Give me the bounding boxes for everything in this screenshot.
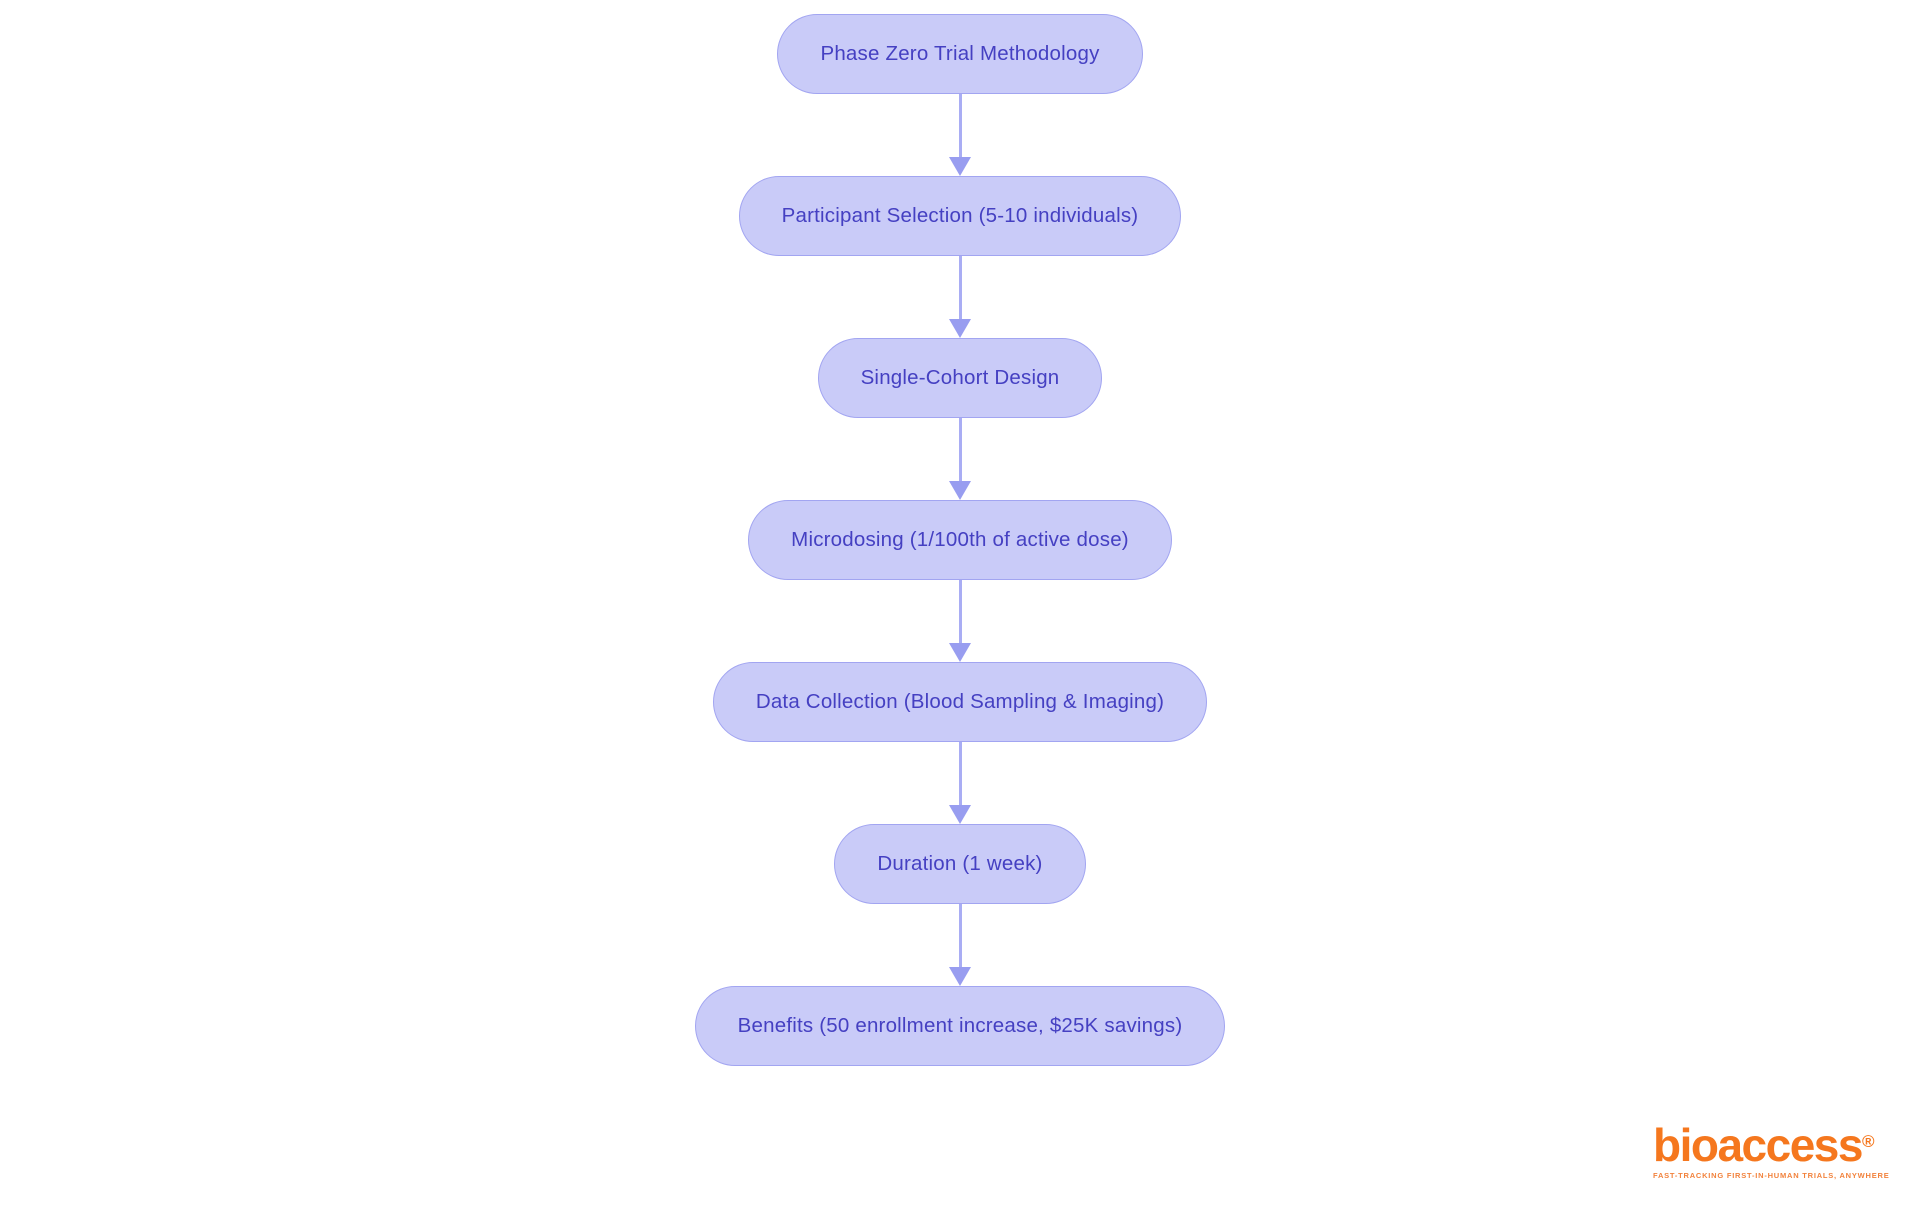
bioaccess-wordmark: bioaccess® [1653, 1119, 1875, 1171]
bioaccess-brand-text: bioaccess [1653, 1119, 1863, 1171]
arrow-head-icon [949, 967, 971, 986]
arrow-line [958, 742, 962, 805]
flow-node-label: Phase Zero Trial Methodology [820, 42, 1100, 65]
registered-trademark-icon: ® [1861, 1132, 1875, 1151]
flow-node-benefits: Benefits (50 enrollment increase, $25K s… [694, 986, 1226, 1066]
arrow-head-icon [949, 481, 971, 500]
arrow-line [958, 94, 962, 157]
flow-arrow [949, 742, 971, 824]
flow-node-duration: Duration (1 week) [834, 824, 1086, 904]
flow-node-label: Benefits (50 enrollment increase, $25K s… [737, 1014, 1183, 1037]
flow-node-participant-selection: Participant Selection (5-10 individuals) [738, 176, 1182, 256]
flow-node-label: Duration (1 week) [877, 852, 1043, 875]
arrow-head-icon [949, 643, 971, 662]
flow-node-single-cohort: Single-Cohort Design [817, 338, 1103, 418]
arrow-line [958, 904, 962, 967]
flow-node-label: Microdosing (1/100th of active dose) [791, 528, 1129, 551]
arrow-head-icon [949, 805, 971, 824]
arrow-line [958, 256, 962, 319]
flow-node-label: Participant Selection (5-10 individuals) [781, 204, 1139, 227]
bioaccess-logo: bioaccess® FAST-TRACKING FIRST-IN-HUMAN … [1653, 1119, 1890, 1180]
flow-node-data-collection: Data Collection (Blood Sampling & Imagin… [712, 662, 1208, 742]
flow-node-label: Data Collection (Blood Sampling & Imagin… [755, 690, 1165, 713]
flow-arrow [949, 418, 971, 500]
arrow-head-icon [949, 157, 971, 176]
flow-node-microdosing: Microdosing (1/100th of active dose) [748, 500, 1172, 580]
flow-arrow [949, 94, 971, 176]
arrow-line [958, 418, 962, 481]
arrow-head-icon [949, 319, 971, 338]
flow-arrow [949, 904, 971, 986]
bioaccess-tagline: FAST-TRACKING FIRST-IN-HUMAN TRIALS, ANY… [1653, 1171, 1890, 1180]
flowchart: Phase Zero Trial Methodology Participant… [0, 14, 1920, 1066]
flow-node-phase-zero: Phase Zero Trial Methodology [777, 14, 1143, 94]
arrow-line [958, 580, 962, 643]
flow-arrow [949, 256, 971, 338]
flow-node-label: Single-Cohort Design [860, 366, 1060, 389]
flow-arrow [949, 580, 971, 662]
